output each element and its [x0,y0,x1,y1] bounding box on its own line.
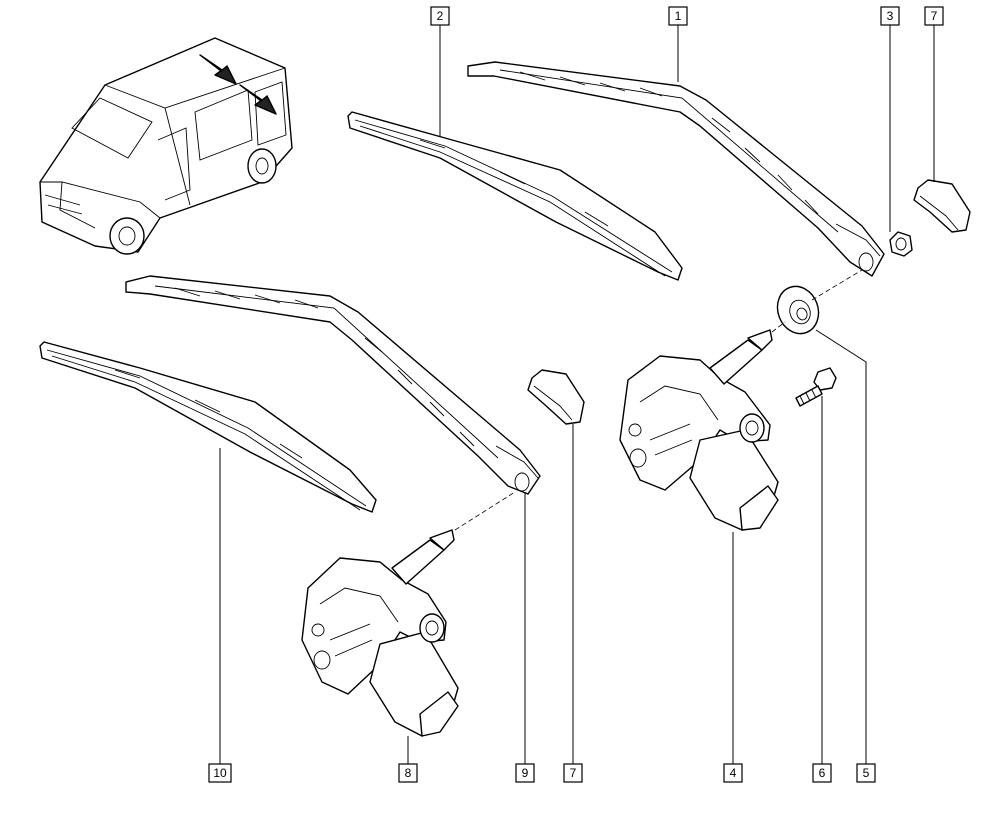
callout-5: 5 [856,763,876,783]
callout-label: 10 [213,766,227,780]
wiper-arm-upper [467,61,885,277]
callout-label: 6 [819,766,826,780]
wiper-arm-lower [125,275,541,495]
wiper-blade-lower [39,341,377,513]
bolt-part [795,367,837,407]
cover-cap-upper [913,179,971,233]
callout-1: 1 [668,6,688,26]
wiper-blade-upper [347,111,683,281]
callout-label: 4 [730,766,737,780]
callout-6: 6 [812,763,832,783]
callout-3: 3 [880,6,900,26]
callout-label: 5 [863,766,870,780]
callout-4: 4 [723,763,743,783]
van-illustration [39,37,293,255]
cover-cap-lower [527,369,585,425]
seal-washer-part [776,285,820,335]
leader-lines [219,25,935,764]
callout-label: 1 [675,9,682,23]
callout-label: 7 [931,9,938,23]
callout-label: 3 [887,9,894,23]
callout-2: 2 [430,6,450,26]
callout-label: 7 [570,766,577,780]
callout-9: 9 [515,763,535,783]
callout-7-lower: 7 [563,763,583,783]
callout-label: 9 [522,766,529,780]
callout-8: 8 [398,763,418,783]
wiper-motor-upper [619,329,779,531]
nut-part [889,231,913,257]
callout-10: 10 [208,763,232,783]
callout-label: 2 [437,9,444,23]
callout-label: 8 [405,766,412,780]
wiper-motor-lower [301,529,459,737]
callout-7-upper: 7 [924,6,944,26]
